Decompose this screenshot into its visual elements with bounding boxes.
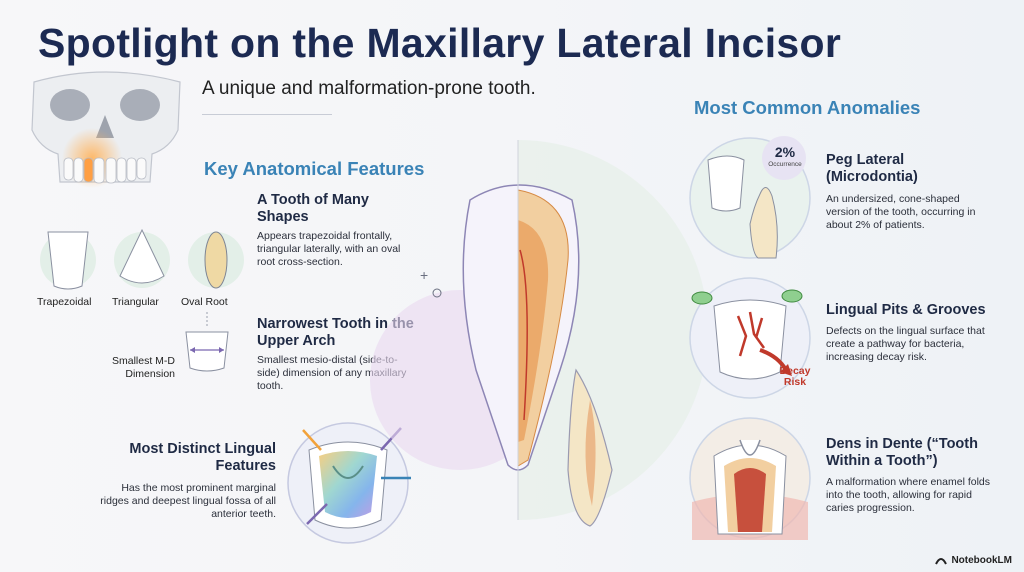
normal-tooth-icon bbox=[707, 155, 745, 212]
shapes-title: A Tooth of Many Shapes bbox=[257, 192, 369, 225]
dens-in-dente-title: Dens in Dente (“Tooth Within a Tooth”) bbox=[826, 436, 978, 469]
arrow-icon bbox=[780, 364, 792, 376]
bacteria-icon bbox=[781, 289, 803, 303]
subtitle-divider bbox=[202, 114, 332, 115]
shapes-text: Appears trapezoidal frontally, triangula… bbox=[257, 230, 401, 268]
lingual-pits-title: Lingual Pits & Grooves bbox=[826, 302, 986, 318]
label-trapezoidal: Trapezoidal bbox=[37, 296, 92, 308]
occurrence-badge-value: 2% bbox=[774, 144, 796, 160]
trapezoidal-tooth-icon bbox=[47, 231, 89, 290]
lingual-text: Has the most prominent marginal ridges a… bbox=[100, 482, 276, 520]
brand-name: NotebookLM bbox=[951, 555, 1012, 566]
bacteria-icon bbox=[691, 291, 713, 305]
peg-lateral-text: An undersized, cone-shaped version of th… bbox=[826, 193, 976, 231]
narrow-tooth-diagram bbox=[185, 312, 229, 372]
key-features-heading: Key Anatomical Features bbox=[204, 158, 425, 179]
label-oval-root: Oval Root bbox=[181, 296, 228, 308]
central-tooth-illustration: + bbox=[370, 140, 708, 527]
brand-badge: NotebookLM bbox=[935, 555, 1012, 566]
page-title: Spotlight on the Maxillary Lateral Incis… bbox=[38, 20, 842, 66]
notebooklm-logo-icon bbox=[935, 558, 948, 565]
occurrence-badge-label: Occurrence bbox=[768, 161, 802, 168]
dens-in-dente-diagram bbox=[689, 417, 811, 540]
lingual-title: Most Distinct Lingual Features bbox=[129, 441, 276, 474]
md-dimension-label: Smallest M-D Dimension bbox=[111, 355, 175, 380]
tooth-shapes-diagram bbox=[40, 228, 244, 290]
anomalies-heading: Most Common Anomalies bbox=[694, 97, 921, 118]
label-triangular: Triangular bbox=[112, 296, 159, 308]
page-subtitle: A unique and malformation-prone tooth. bbox=[202, 78, 536, 99]
oval-root-icon bbox=[204, 231, 228, 289]
skull-illustration bbox=[31, 71, 181, 188]
peg-lateral-diagram bbox=[689, 136, 811, 259]
dens-in-dente-text: A malformation where enamel folds into t… bbox=[826, 476, 990, 514]
lingual-pits-diagram bbox=[689, 277, 811, 399]
arrow-icon bbox=[302, 429, 322, 451]
peg-lateral-title: Peg Lateral (Microdontia) bbox=[826, 152, 918, 185]
narrowest-title: Narrowest Tooth in the Upper Arch bbox=[257, 316, 414, 349]
arrow-icon bbox=[306, 503, 328, 525]
svg-text:+: + bbox=[420, 267, 428, 283]
lingual-pits-text: Defects on the lingual surface that crea… bbox=[826, 325, 985, 363]
lingual-tooth-diagram bbox=[287, 422, 411, 544]
decay-risk-label: Decay Risk bbox=[779, 365, 811, 388]
peg-tooth-icon bbox=[749, 187, 778, 259]
triangular-tooth-icon bbox=[119, 228, 165, 284]
narrowest-text: Smallest mesio-distal (side-to-side) dim… bbox=[257, 354, 407, 392]
